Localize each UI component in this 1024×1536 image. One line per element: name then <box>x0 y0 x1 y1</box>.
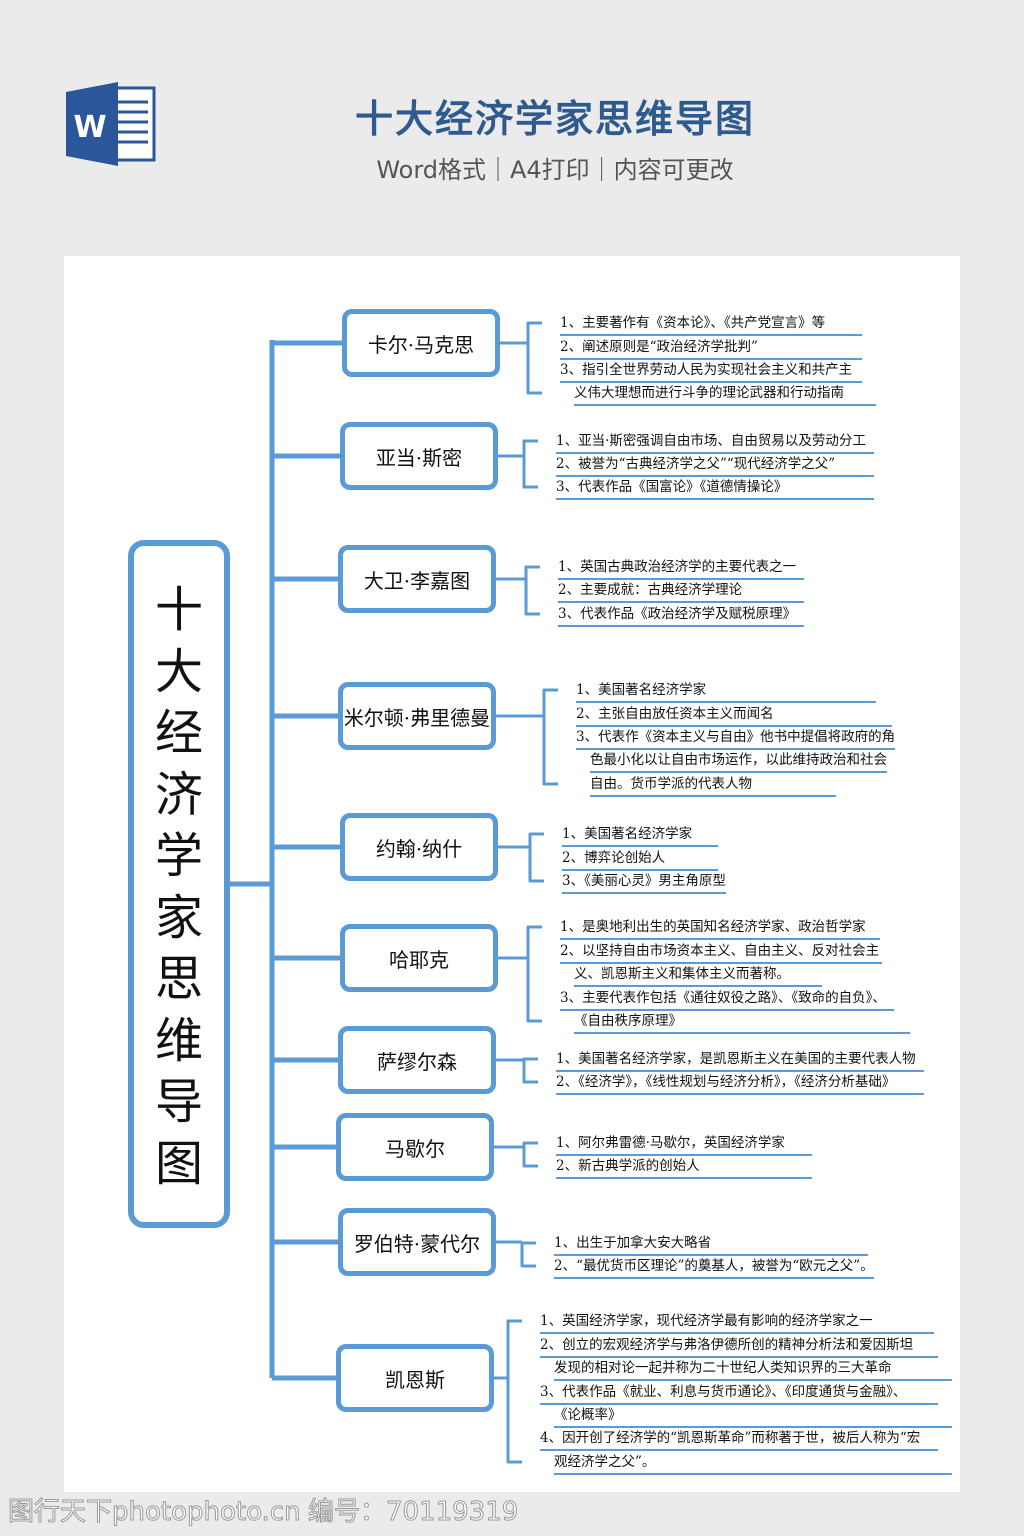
branch-note: 1、美国著名经济学家 <box>576 679 876 703</box>
branch-note: 发现的相对论一起并称为二十世纪人类知识界的三大革命 <box>554 1357 952 1381</box>
branch-note: 3、指引全世界劳动人民为实现社会主义和共产主 <box>560 359 862 383</box>
branch-note: 1、阿尔弗雷德·马歇尔，英国经济学家 <box>556 1132 812 1156</box>
branch-note: 1、美国著名经济学家，是凯恩斯主义在美国的主要代表人物 <box>556 1048 924 1072</box>
note-bracket-line <box>524 565 540 616</box>
mindmap-root: 十大经济学家思维导图 <box>128 540 230 1228</box>
note-bracket-line <box>522 1141 538 1168</box>
branch-note: 4、因开创了经济学的“凯恩斯革命”而称著于世，被后人称为“宏 <box>540 1427 938 1451</box>
branch-node: 萨缪尔森 <box>338 1026 496 1094</box>
branch-note: 2、《经济学》，《线性规划与经济分析》，《经济分析基础》 <box>556 1071 924 1095</box>
branch-note: 1、亚当·斯密强调自由市场、自由贸易以及劳动分工 <box>556 430 874 454</box>
branch-note: 3、主要代表作包括《通往奴役之路》、《致命的自负》、 <box>560 987 894 1011</box>
branch-node: 约翰·纳什 <box>340 813 498 881</box>
branch-node-label: 亚当·斯密 <box>375 445 463 470</box>
branch-node: 米尔顿·弗里德曼 <box>338 682 496 750</box>
branch-note: 1、英国古典政治经济学的主要代表之一 <box>558 556 804 580</box>
note-bracket-line <box>526 321 542 395</box>
branch-note: 义、凯恩斯主义和集体主义而著称。 <box>574 963 822 987</box>
branch-note: 2、被誉为“古典经济学之父”“现代经济学之父” <box>556 453 874 477</box>
branch-node: 亚当·斯密 <box>340 422 498 490</box>
branch-node-label: 罗伯特·蒙代尔 <box>353 1231 481 1256</box>
branch-node-label: 约翰·纳什 <box>375 836 463 861</box>
branch-note: 2、主要成就：古典经济学理论 <box>558 579 804 603</box>
branch-note: 2、以坚持自由市场资本主义、自由主义、反对社会主 <box>560 940 882 964</box>
branch-node: 卡尔·马克思 <box>342 309 500 377</box>
branch-note: 2、“最优货币区理论”的奠基人，被誉为“欧元之父”。 <box>554 1255 874 1279</box>
branch-note: 色最小化以让自由市场运作，以此维持政治和社会 <box>590 749 887 773</box>
branch-node-label: 凯恩斯 <box>385 1367 445 1392</box>
branch-node: 大卫·李嘉图 <box>338 545 496 613</box>
branch-note: 《论概率》 <box>554 1404 952 1428</box>
branch-node: 哈耶克 <box>340 924 498 992</box>
note-bracket-line <box>522 1057 538 1084</box>
word-icon: W <box>66 82 156 166</box>
branch-note: 1、出生于加拿大安大略省 <box>554 1232 868 1256</box>
branch-node: 罗伯特·蒙代尔 <box>338 1208 496 1276</box>
branch-note: 1、美国著名经济学家 <box>562 823 718 847</box>
note-bracket-line <box>520 1241 536 1268</box>
note-bracket-line <box>528 832 544 883</box>
branch-note: 2、阐述原则是“政治经济学批判” <box>560 336 862 360</box>
branch-note: 自由。货币学派的代表人物 <box>590 773 836 797</box>
branch-note: 2、主张自由放任资本主义而闻名 <box>576 703 892 727</box>
page-subtitle: Word格式｜A4打印｜内容可更改 <box>376 156 734 184</box>
watermark-brand: 图行天下photophoto.cn <box>8 1497 302 1528</box>
note-bracket-line <box>506 1319 522 1464</box>
watermark: 图行天下photophoto.cn 编号：70119319 <box>8 1492 1018 1532</box>
branch-node: 马歇尔 <box>336 1113 494 1181</box>
branch-node: 凯恩斯 <box>336 1344 494 1412</box>
branch-note: 1、英国经济学家，现代经济学最有影响的经济学家之一 <box>540 1310 934 1334</box>
note-bracket-line <box>542 688 558 786</box>
branch-note: 3、代表作品《国富论》《道德情操论》 <box>556 476 874 500</box>
branch-note: 3、代表作品《政治经济学及赋税原理》 <box>558 603 804 627</box>
branch-note: 观经济学之父”。 <box>554 1451 952 1475</box>
note-bracket-line <box>522 439 538 489</box>
note-bracket-line <box>526 925 542 1023</box>
word-icon-letter: W <box>73 110 106 145</box>
mindmap-root-label: 十大经济学家思维导图 <box>154 582 203 1192</box>
branch-note: 2、创立的宏观经济学与弗洛伊德所创的精神分析法和爱因斯坦 <box>540 1334 938 1358</box>
branch-node-label: 哈耶克 <box>389 947 449 972</box>
branch-node-label: 马歇尔 <box>385 1136 445 1161</box>
branch-note: 《自由秩序原理》 <box>574 1010 910 1034</box>
branch-note: 3、代表作品《就业、利息与货币通论》、《印度通货与金融》、 <box>540 1381 938 1405</box>
branch-note: 3、《美丽心灵》男主角原型 <box>562 870 726 894</box>
watermark-id: 编号：70119319 <box>307 1497 519 1528</box>
branch-node-label: 大卫·李嘉图 <box>363 568 471 593</box>
branch-note: 2、新古典学派的创始人 <box>556 1155 812 1179</box>
branch-node-label: 卡尔·马克思 <box>367 332 475 357</box>
branch-node-label: 萨缪尔森 <box>377 1049 457 1074</box>
header: W 十大经济学家思维导图 Word格式｜A4打印｜内容可更改 <box>0 0 1024 250</box>
branch-note: 3、代表作《资本主义与自由》他书中提倡将政府的角 <box>576 726 896 750</box>
branch-note: 义伟大理想而进行斗争的理论武器和行动指南 <box>574 382 876 406</box>
branch-note: 1、是奥地利出生的英国知名经济学家、政治哲学家 <box>560 916 880 940</box>
branch-node-label: 米尔顿·弗里德曼 <box>343 705 491 730</box>
branch-note: 2、博弈论创始人 <box>562 847 718 871</box>
page-title: 十大经济学家思维导图 <box>354 97 755 141</box>
branch-note: 1、主要著作有《资本论》、《共产党宣言》等 <box>560 312 862 336</box>
